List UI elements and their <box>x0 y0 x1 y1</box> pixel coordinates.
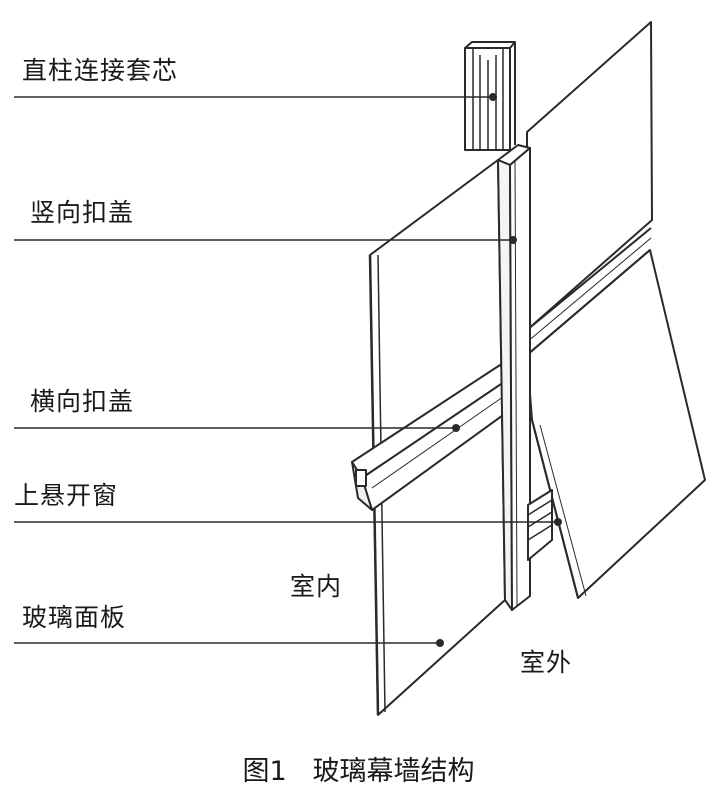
leader-lines <box>14 96 558 644</box>
label-indoor: 室内 <box>290 572 343 601</box>
label-horizontal-cap: 横向扣盖 <box>30 387 135 416</box>
figure-caption: 图1 玻璃幕墙结构 <box>242 756 475 787</box>
rear-glass-panel <box>526 21 706 599</box>
top-hung-window <box>527 489 562 561</box>
label-vertical-cap: 竖向扣盖 <box>30 198 135 227</box>
label-top-hung-window: 上悬开窗 <box>14 481 119 510</box>
label-glass-panel: 玻璃面板 <box>22 603 127 632</box>
label-mullion-sleeve: 直柱连接套芯 <box>22 56 179 85</box>
mullion-sleeve <box>464 41 516 151</box>
label-outdoor: 室外 <box>520 648 573 677</box>
vertical-cap <box>497 144 531 611</box>
